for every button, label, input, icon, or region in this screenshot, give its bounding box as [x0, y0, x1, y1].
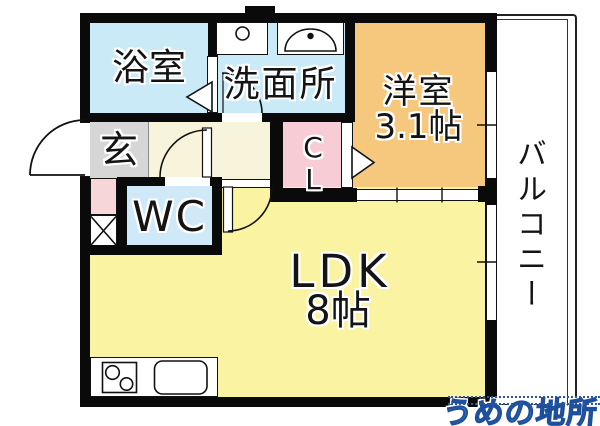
watermark-dotted-line-2 [448, 403, 600, 405]
entrance-door-swing [29, 119, 86, 176]
entrance-door-opening [80, 122, 90, 177]
ldk-label: LDK [289, 245, 391, 298]
wall-wc-top-left [127, 177, 165, 186]
wc-floor [127, 186, 212, 245]
wall-closet-left [270, 122, 283, 202]
wall-wc-bottom [80, 245, 222, 255]
wall-left-upper [80, 13, 90, 122]
wc-door-opening [165, 177, 210, 186]
watermark-logo: うめの地所 [441, 395, 600, 426]
balcony-floor [497, 14, 577, 406]
pink-storage-box [90, 178, 117, 215]
wall-closet-bottom [270, 188, 357, 202]
vanity-sink [277, 22, 344, 55]
balcony-outer-rail [497, 14, 577, 407]
hall-ldk-door-opening [222, 179, 270, 188]
wall-bottom [80, 397, 497, 407]
wall-washroom-western [345, 22, 355, 122]
wall-hall-north-left [85, 113, 222, 122]
washing-machine-pan [216, 22, 268, 55]
balcony-inner-rail [497, 19, 568, 406]
watermark-dotted-line-1 [448, 396, 600, 398]
ldk-size: 8帖 [305, 288, 371, 334]
wall-sliding-right-cap [478, 186, 497, 202]
wc-label: WC [132, 192, 207, 241]
wall-wc-right [212, 177, 222, 255]
balcony-label: バルコニー [511, 138, 546, 313]
wall-wc-left [117, 177, 127, 255]
pipe-space-box [90, 215, 117, 246]
closet-floor [283, 122, 341, 188]
western-room-window [486, 72, 497, 178]
closet-label: CL [303, 131, 323, 197]
entrance-label: 玄 [99, 128, 138, 172]
western-room-size: 3.1帖 [374, 107, 463, 147]
wall-top [82, 13, 497, 23]
washroom-door-opening [222, 113, 262, 122]
wall-left-lower [80, 175, 90, 407]
wall-top-notch [245, 6, 275, 22]
wall-hall-north-right [262, 113, 352, 122]
kitchen-counter [90, 357, 218, 397]
ldk-window [486, 205, 497, 320]
entrance-floor [90, 122, 149, 178]
wall-bath-washroom [208, 22, 218, 58]
western-room-label: 洋室 [382, 72, 455, 112]
sliding-door-band [357, 189, 478, 201]
washroom-label: 洗面所 [223, 64, 338, 105]
bathroom-label: 浴室 [112, 46, 186, 89]
